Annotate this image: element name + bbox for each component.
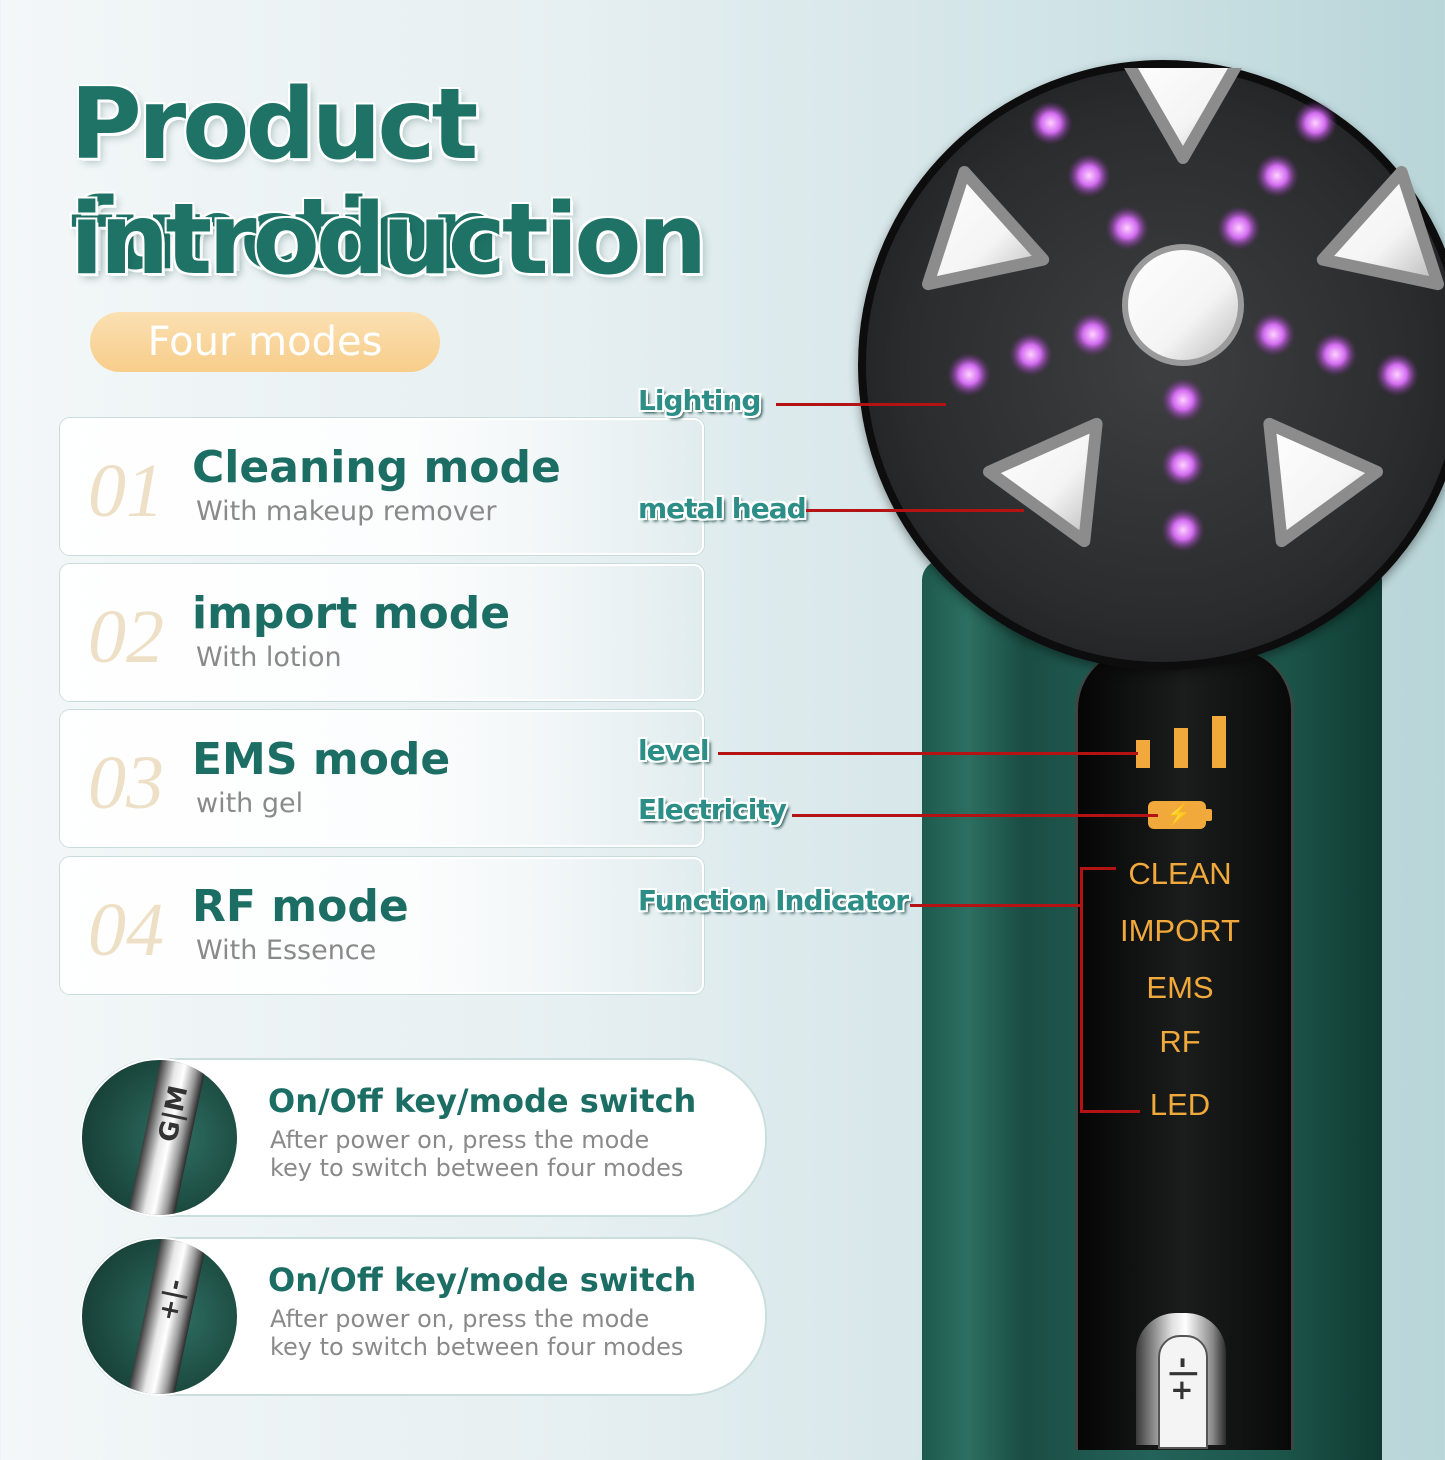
callout-line-level xyxy=(718,752,1138,755)
indicator-import: IMPORT xyxy=(1120,913,1240,948)
mode-card-cleaning: 01 Cleaning mode With makeup remover xyxy=(60,418,704,555)
mode-subtitle: With Essence xyxy=(196,935,377,966)
level-bar-2 xyxy=(1174,728,1188,768)
key-card-description: After power on, press the mode key to sw… xyxy=(270,1126,730,1182)
purple-led-light xyxy=(1216,206,1261,251)
purple-led-light xyxy=(1105,206,1150,251)
mode-number: 01 xyxy=(88,449,164,533)
mode-subtitle: with gel xyxy=(196,788,304,819)
level-bar-3 xyxy=(1212,716,1226,768)
center-metal-electrode xyxy=(1122,244,1244,366)
key-desc-line-2: key to switch between four modes xyxy=(270,1154,684,1182)
mode-title: import mode xyxy=(192,588,511,639)
purple-led-light xyxy=(1161,443,1205,487)
page-title-line-2: introduction xyxy=(70,183,707,297)
device-plus-minus-button: +|- xyxy=(1136,1313,1226,1449)
mode-number: 02 xyxy=(88,595,164,679)
callout-function-indicator: Function Indicator xyxy=(638,884,909,917)
purple-led-light xyxy=(1313,332,1358,377)
mode-key-glyph: G|M xyxy=(153,1083,195,1145)
key-card-level-switch: +|- On/Off key/mode switch After power o… xyxy=(80,1237,767,1396)
indicator-bracket-vertical xyxy=(1080,867,1083,1113)
purple-led-light xyxy=(1008,332,1053,377)
indicator-clean: CLEAN xyxy=(1128,856,1232,891)
plus-minus-glyph: +|- xyxy=(1164,1356,1198,1403)
key-card-title: On/Off key/mode switch xyxy=(268,1082,697,1120)
purple-led-light xyxy=(1255,153,1299,198)
mode-key-closeup-image: G|M xyxy=(80,1058,239,1217)
callout-lighting: Lighting xyxy=(638,384,761,417)
callout-line-metal-head xyxy=(806,509,1024,512)
mode-title: Cleaning mode xyxy=(192,442,561,493)
mode-card-rf: 04 RF mode With Essence xyxy=(60,857,704,994)
key-desc-line-1: After power on, press the mode xyxy=(270,1126,650,1154)
purple-led-light xyxy=(1375,352,1419,397)
indicator-ems: EMS xyxy=(1146,970,1214,1005)
mode-number: 04 xyxy=(88,888,164,972)
head-svg xyxy=(922,68,1444,552)
callout-level: level xyxy=(638,734,709,767)
level-bar-1 xyxy=(1136,740,1150,768)
purple-led-light xyxy=(1028,101,1073,145)
mode-title: RF mode xyxy=(192,881,409,932)
indicator-rf: RF xyxy=(1159,1024,1201,1059)
metal-electrode-pad xyxy=(1316,166,1444,291)
metal-electrode-pad xyxy=(922,166,1050,291)
device-head xyxy=(858,60,1445,670)
plus-minus-glyph: +|- xyxy=(153,1276,192,1324)
purple-led-light xyxy=(947,352,991,397)
callout-electricity: Electricity xyxy=(638,793,787,826)
callout-line-function-indicator xyxy=(910,904,1082,907)
mode-subtitle: With lotion xyxy=(196,642,342,673)
mode-card-import: 02 import mode With lotion xyxy=(60,564,704,701)
metal-electrode-pad xyxy=(983,417,1103,548)
callout-line-electricity xyxy=(792,814,1158,817)
mode-number: 03 xyxy=(88,741,164,825)
key-desc-line-2: key to switch between four modes xyxy=(270,1333,684,1361)
callout-metal-head: metal head xyxy=(638,492,807,525)
indicator-led: LED xyxy=(1149,1087,1211,1122)
four-modes-badge: Four modes xyxy=(90,312,440,372)
purple-led-light xyxy=(1067,153,1111,198)
purple-led-light xyxy=(1293,101,1338,145)
indicator-bracket-bottom xyxy=(1080,1110,1140,1113)
purple-led-light xyxy=(1251,312,1296,357)
key-card-description: After power on, press the mode key to sw… xyxy=(270,1305,730,1361)
key-card-title: On/Off key/mode switch xyxy=(268,1261,697,1299)
key-desc-line-1: After power on, press the mode xyxy=(270,1305,650,1333)
purple-led-light xyxy=(1070,312,1115,357)
purple-led-light xyxy=(1161,378,1205,422)
key-card-mode-switch: G|M On/Off key/mode switch After power o… xyxy=(80,1058,767,1217)
plus-minus-key-closeup-image: +|- xyxy=(80,1237,239,1396)
metal-electrode-pad xyxy=(1263,417,1383,548)
indicator-bracket-top xyxy=(1080,867,1116,870)
mode-card-ems: 03 EMS mode with gel xyxy=(60,710,704,847)
purple-led-light xyxy=(1161,508,1205,552)
mode-subtitle: With makeup remover xyxy=(196,496,497,527)
callout-line-lighting xyxy=(776,403,946,406)
metal-electrode-pad xyxy=(1124,68,1242,164)
mode-title: EMS mode xyxy=(192,734,451,785)
page-title-line-1: Product function xyxy=(70,68,500,292)
